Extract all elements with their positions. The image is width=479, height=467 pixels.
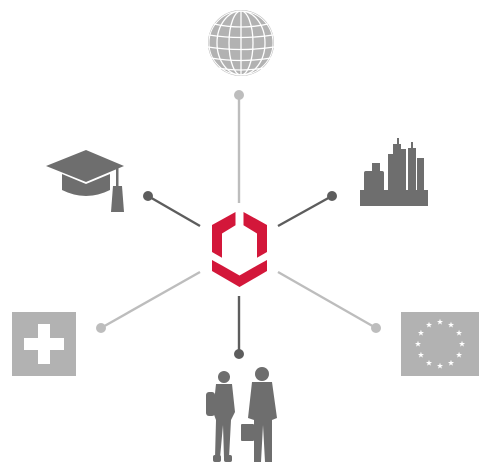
spoke-upper-right — [277, 194, 333, 228]
spoke-lower-left — [100, 270, 201, 330]
eu-star-icon — [456, 351, 463, 358]
spoke-lower-right — [277, 270, 377, 330]
eu-star-icon — [436, 318, 444, 325]
eu-flag-icon — [401, 312, 479, 376]
swiss-flag-icon — [12, 312, 76, 376]
eu-star-icon — [417, 351, 424, 358]
industrial-plant-icon — [360, 138, 428, 206]
spoke-upper-left-dot — [143, 191, 153, 201]
spoke-lower-right-dot — [371, 323, 381, 333]
globe-icon — [207, 10, 275, 76]
red-hexagon-logo-icon — [212, 212, 267, 287]
eu-star-icon — [458, 340, 466, 347]
eu-star-icon — [417, 329, 424, 336]
eu-star-icon — [414, 340, 422, 347]
business-people-icon — [206, 367, 277, 462]
eu-star-icon — [436, 362, 444, 369]
graduation-cap-icon — [46, 150, 124, 212]
spokes — [96, 90, 381, 359]
spoke-top-dot — [234, 90, 244, 100]
eu-star-icon — [456, 329, 463, 336]
eu-star-icon — [447, 359, 455, 366]
spoke-upper-left — [147, 194, 201, 228]
spoke-bottom-dot — [234, 349, 244, 359]
eu-star-icon — [425, 321, 433, 328]
eu-star-icon — [425, 359, 433, 366]
eu-star-icon — [447, 321, 455, 328]
spoke-lower-left-dot — [96, 323, 106, 333]
spoke-upper-right-dot — [327, 191, 337, 201]
